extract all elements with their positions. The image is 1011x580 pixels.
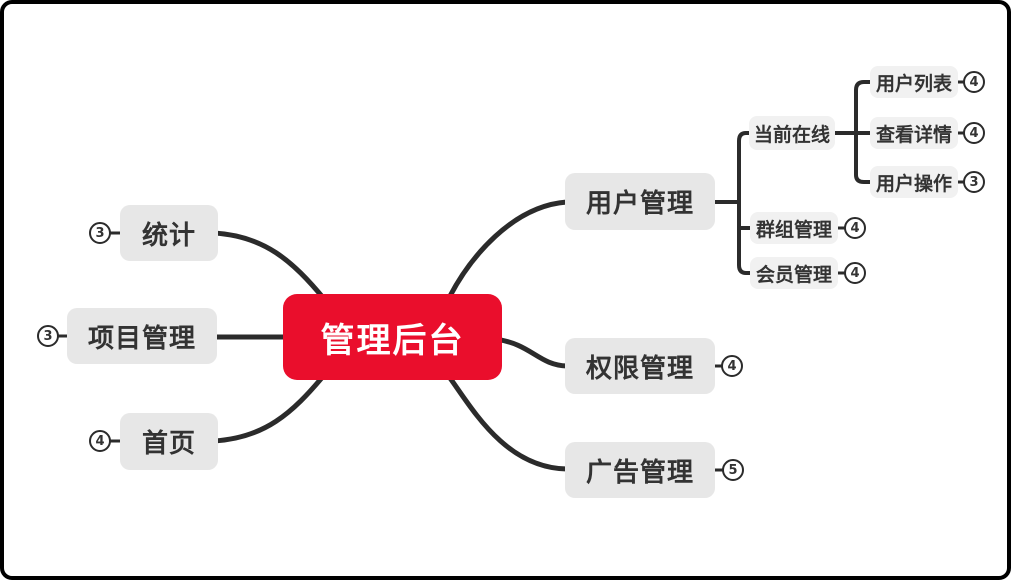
subtopic-group-management[interactable]: 群组管理 — [750, 212, 838, 244]
badge-home-count[interactable]: 4 — [89, 430, 111, 452]
topic-user-management[interactable]: 用户管理 — [565, 173, 715, 230]
badge-user-list-count[interactable]: 4 — [963, 71, 985, 93]
subtopic-user-list[interactable]: 用户列表 — [870, 66, 958, 98]
badge-permission-count[interactable]: 4 — [721, 355, 743, 377]
badge-ad-count[interactable]: 5 — [722, 459, 744, 481]
badge-group-count[interactable]: 4 — [844, 217, 866, 239]
badge-stats-count[interactable]: 3 — [89, 222, 111, 244]
edge-root-user — [447, 199, 570, 299]
badge-user-operations-count[interactable]: 3 — [963, 171, 985, 193]
subtopic-member-management[interactable]: 会员管理 — [750, 257, 838, 289]
topic-permission-management[interactable]: 权限管理 — [565, 338, 715, 394]
subtopic-user-operations[interactable]: 用户操作 — [870, 166, 958, 198]
subtopic-currently-online[interactable]: 当前在线 — [749, 116, 835, 150]
badge-view-detail-count[interactable]: 4 — [963, 122, 985, 144]
topic-project-management[interactable]: 项目管理 — [67, 308, 217, 364]
badge-member-count[interactable]: 4 — [844, 262, 866, 284]
edge-online-trunk — [854, 80, 872, 184]
edge-root-perm — [492, 336, 570, 369]
topic-stats[interactable]: 统计 — [120, 205, 218, 261]
subtopic-view-detail[interactable]: 查看详情 — [870, 117, 958, 149]
badge-project-count[interactable]: 3 — [37, 325, 59, 347]
edge-root-ad — [447, 375, 570, 472]
central-topic[interactable]: 管理后台 — [283, 294, 502, 380]
edge-user-trunk — [737, 131, 752, 275]
edge-root-home — [211, 371, 328, 444]
edge-root-stats — [211, 230, 328, 303]
topic-home[interactable]: 首页 — [120, 413, 218, 470]
topic-ad-management[interactable]: 广告管理 — [565, 442, 715, 498]
